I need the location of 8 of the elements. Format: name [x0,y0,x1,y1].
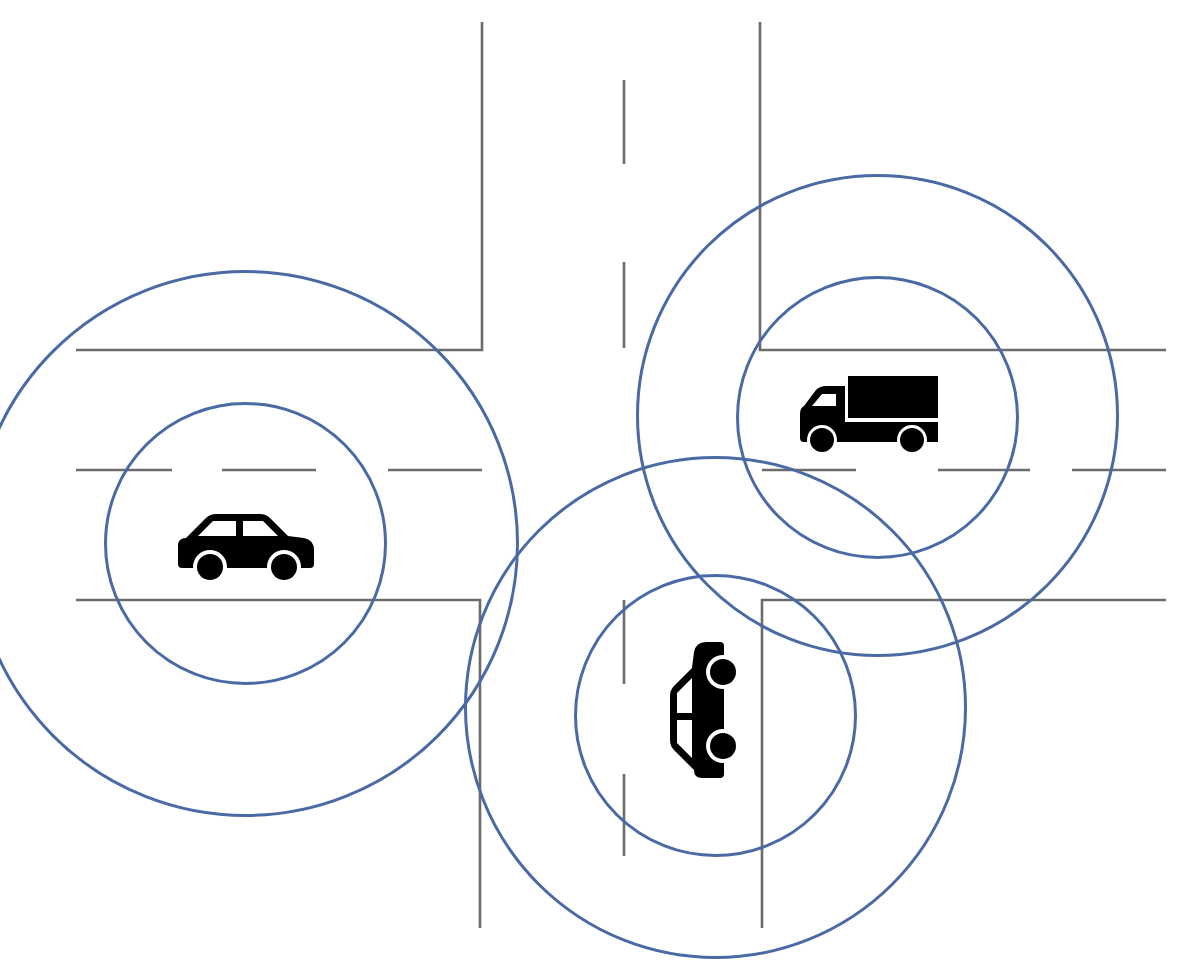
inner-range-circle [736,276,1020,560]
car-icon [176,510,316,580]
truck-icon [798,376,938,452]
outer-range-circle [636,174,1120,658]
inner-range-circle [574,574,858,858]
inner-range-circle [104,402,388,686]
outer-range-circle [464,456,968,960]
car-icon [666,640,736,780]
